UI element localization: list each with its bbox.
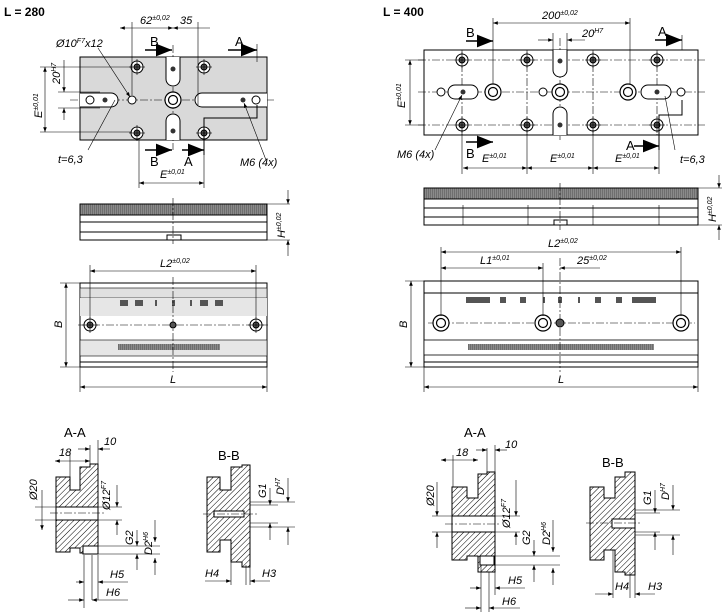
dimension-label: G1 <box>642 490 654 505</box>
dimension-label: 25±0,02 <box>576 255 607 267</box>
dimension-label: H5 <box>110 569 125 581</box>
dimension-label: H4 <box>615 581 629 593</box>
dimension-label: 18 <box>59 447 72 459</box>
dim-l: L <box>170 374 176 386</box>
dimension-label: Ø12F7 <box>101 480 113 511</box>
section-a-marker: A <box>184 154 193 169</box>
dimension-label: A <box>658 24 667 39</box>
dimension-label: G2 <box>521 530 533 545</box>
dimension-label: L <box>558 374 564 386</box>
right-title: L = 400 <box>383 5 424 19</box>
dimension-label: 18 <box>456 447 469 459</box>
dimension-label: A-A <box>64 425 86 440</box>
dimension-label: B-B <box>602 455 624 470</box>
dimension-label: H±0,02 <box>707 196 719 222</box>
thread-label: M6 (4x) <box>240 157 278 169</box>
left-front-view: L2±0,02 B L <box>53 258 270 392</box>
dim-h: H±0,02 <box>276 212 288 238</box>
thickness-label: t=6,3 <box>58 154 84 166</box>
dim-b: B <box>53 321 65 328</box>
left-section-aa: A-A 18 10 Ø20 Ø12F7 G2 D2H6 H5 H6 <box>28 425 160 608</box>
left-side-view: H±0,02 <box>79 190 290 256</box>
left-top-view: 62±0,02 35 Ø10F7x12 20H7 E±0,01 E±0,01 t… <box>33 15 278 188</box>
dimension-label: G1 <box>257 483 269 498</box>
dimension-label: D2H6 <box>541 522 553 545</box>
dimension-label: B <box>466 146 475 161</box>
dimension-label: E±0,01 <box>482 153 507 165</box>
dimension-label: B-B <box>218 448 240 463</box>
dimension-label: 20H7 <box>581 28 604 40</box>
dimension-label: H6 <box>502 596 517 608</box>
slot <box>165 113 181 140</box>
dimension-label: 10 <box>104 436 117 448</box>
dimension-label: D2H6 <box>143 532 155 555</box>
dimension-label: B <box>398 321 410 328</box>
left-title: L = 280 <box>4 5 45 19</box>
dimension-label: L2±0,02 <box>548 238 578 250</box>
dimension-label: L1±0,01 <box>480 255 510 267</box>
dim-e-horizontal: E±0,01 <box>160 169 185 181</box>
dim-e-vertical: E±0,01 <box>33 93 45 118</box>
dimension-label: H3 <box>262 568 277 580</box>
center-bore <box>164 91 182 109</box>
dimension-label: H3 <box>648 581 663 593</box>
right-section-aa: A-A 18 10 Ø20 Ø12F7 G2 D2H6 H5 H6 <box>425 425 560 612</box>
dim-62: 62±0,02 <box>140 15 170 27</box>
scale-markings <box>118 300 223 350</box>
dimension-label: H4 <box>205 568 219 580</box>
dimension-label: A <box>626 138 635 153</box>
section-b-marker: B <box>150 34 159 49</box>
dimension-label: Ø20 <box>425 484 437 507</box>
bore-label: Ø10F7x12 <box>55 38 103 50</box>
dimension-label: Ø20 <box>28 478 40 501</box>
section-b-marker: B <box>150 154 159 169</box>
dimension-label: E±0,01 <box>396 83 408 108</box>
dimension-label: E±0,01 <box>550 153 575 165</box>
left-section-bb: B-B G1 DH7 H4 H3 <box>203 448 295 585</box>
section-a-marker: A <box>235 34 244 49</box>
dimension-label: t=6,3 <box>680 154 706 166</box>
slot <box>194 92 267 108</box>
dim-35: 35 <box>180 15 193 27</box>
dim-l2: L2±0,02 <box>160 258 190 270</box>
right-side-view: H±0,02 <box>423 175 722 240</box>
dimension-label: DH7 <box>660 482 672 500</box>
dim-20: 20H7 <box>51 62 63 85</box>
right-section-bb: B-B G1 DH7 H4 H3 <box>586 455 680 598</box>
right-top-view: 200±0,02 20H7 E±0,01 E±0,01 E±0,01 E±0,0… <box>396 10 706 174</box>
right-front-view: L2±0,02 L1±0,01 25±0,02 B L <box>398 238 699 392</box>
dimension-label: H6 <box>106 587 121 599</box>
dimension-label: G2 <box>124 530 136 545</box>
dimension-label: 10 <box>505 439 518 451</box>
dimension-label: Ø12F7 <box>501 498 513 529</box>
dimension-label: H5 <box>508 575 523 587</box>
dimension-label: M6 (4x) <box>397 149 435 161</box>
dimension-label: DH7 <box>275 477 287 495</box>
dimension-label: B <box>466 25 475 40</box>
dimension-label: A-A <box>464 425 486 440</box>
dimension-label: 200±0,02 <box>541 10 578 22</box>
dimension-label: E±0,01 <box>615 153 640 165</box>
